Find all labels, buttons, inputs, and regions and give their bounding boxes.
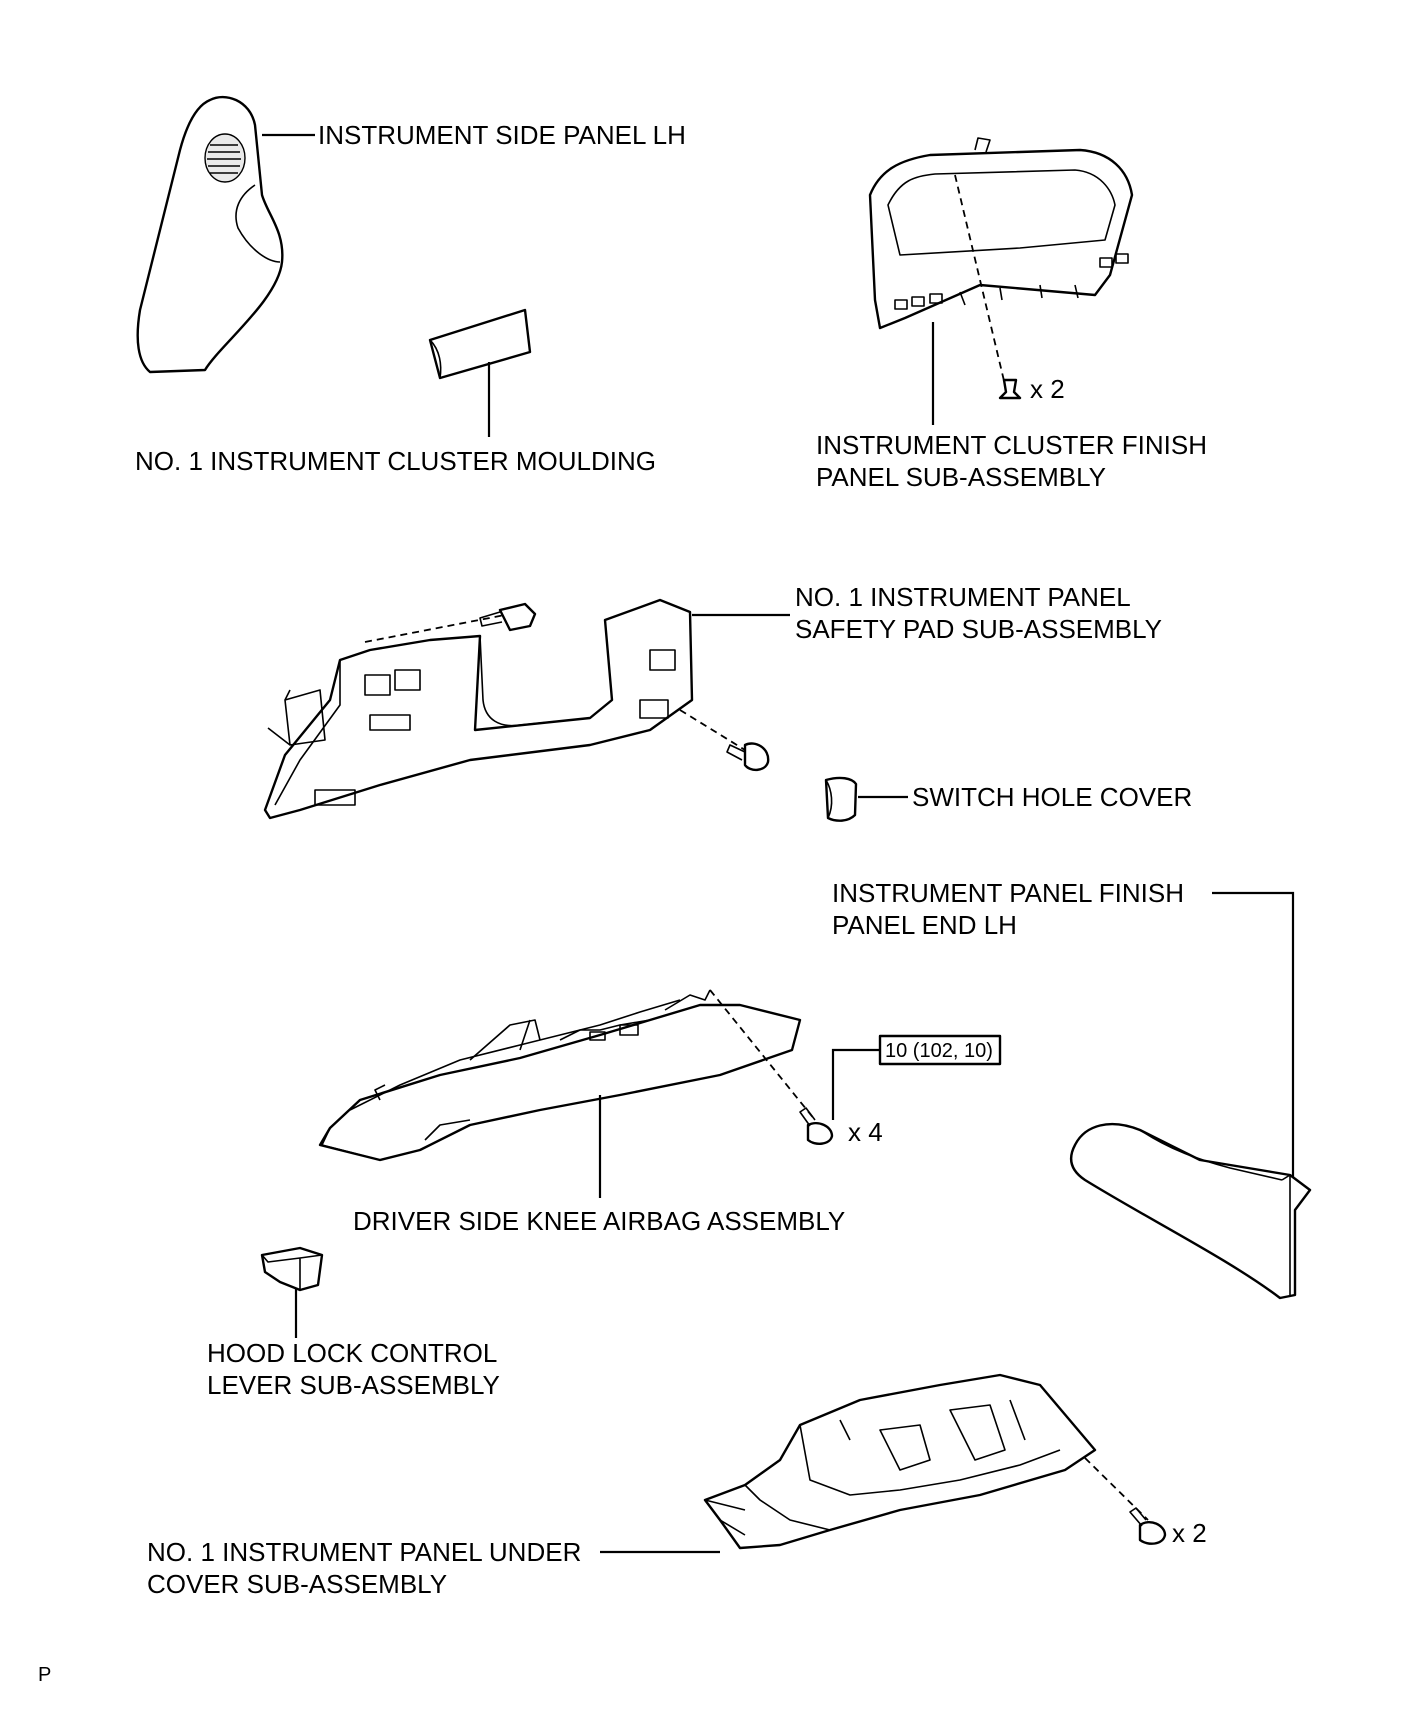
- bolt-icon: [479, 602, 537, 632]
- cluster-clip-quantity: x 2: [1030, 374, 1065, 404]
- label-hood-lock-2: LEVER SUB-ASSEMBLY: [207, 1370, 500, 1400]
- instrument-side-panel-lh: [136, 95, 284, 374]
- instrument-panel-safety-pad: [263, 598, 694, 820]
- clip-icon: [998, 378, 1022, 400]
- label-finish-panel-end-2: PANEL END LH: [832, 910, 1017, 940]
- label-switch-hole-cover: SWITCH HOLE COVER: [912, 782, 1192, 812]
- airbag-bolt-quantity: x 4: [848, 1117, 883, 1147]
- hood-lock-control-lever: [260, 1246, 324, 1292]
- torque-spec-box: [878, 1034, 1002, 1066]
- label-under-cover-1: NO. 1 INSTRUMENT PANEL UNDER: [147, 1537, 581, 1567]
- label-cluster-finish-2: PANEL SUB-ASSEMBLY: [816, 462, 1106, 492]
- page-code: P: [38, 1664, 51, 1686]
- bolt-icon: [1129, 1507, 1167, 1545]
- leader-torque: [831, 1048, 880, 1120]
- label-cluster-moulding: NO. 1 INSTRUMENT CLUSTER MOULDING: [135, 446, 656, 476]
- label-hood-lock-1: HOOD LOCK CONTROL: [207, 1338, 497, 1368]
- bolt-axis-airbag: [709, 989, 816, 1121]
- driver-side-knee-airbag: [318, 989, 802, 1162]
- label-finish-panel-end-1: INSTRUMENT PANEL FINISH: [832, 878, 1184, 908]
- label-safety-pad-1: NO. 1 INSTRUMENT PANEL: [795, 582, 1131, 612]
- bolt-icon: [799, 1107, 834, 1145]
- instrument-cluster-moulding: [428, 308, 532, 380]
- switch-hole-cover: [824, 776, 858, 822]
- label-under-cover-2: COVER SUB-ASSEMBLY: [147, 1569, 447, 1599]
- torque-spec: 10 (102, 10): [885, 1040, 993, 1062]
- leader-finish-panel-end: [1212, 891, 1295, 1180]
- bolt-axis-safety-pad-bottom: [679, 709, 746, 751]
- label-cluster-finish-1: INSTRUMENT CLUSTER FINISH: [816, 430, 1207, 460]
- label-safety-pad-2: SAFETY PAD SUB-ASSEMBLY: [795, 614, 1162, 644]
- bolt-axis-safety-pad-top: [364, 614, 506, 643]
- bolt-icon: [726, 742, 770, 772]
- instrument-panel-under-cover: [703, 1373, 1097, 1550]
- label-knee-airbag: DRIVER SIDE KNEE AIRBAG ASSEMBLY: [353, 1206, 845, 1236]
- instrument-panel-finish-panel-end-lh: [1069, 1122, 1312, 1300]
- label-instrument-side-panel-lh: INSTRUMENT SIDE PANEL LH: [318, 120, 686, 150]
- instrument-cluster-finish-panel: [868, 137, 1134, 330]
- under-cover-bolt-quantity: x 2: [1172, 1518, 1207, 1548]
